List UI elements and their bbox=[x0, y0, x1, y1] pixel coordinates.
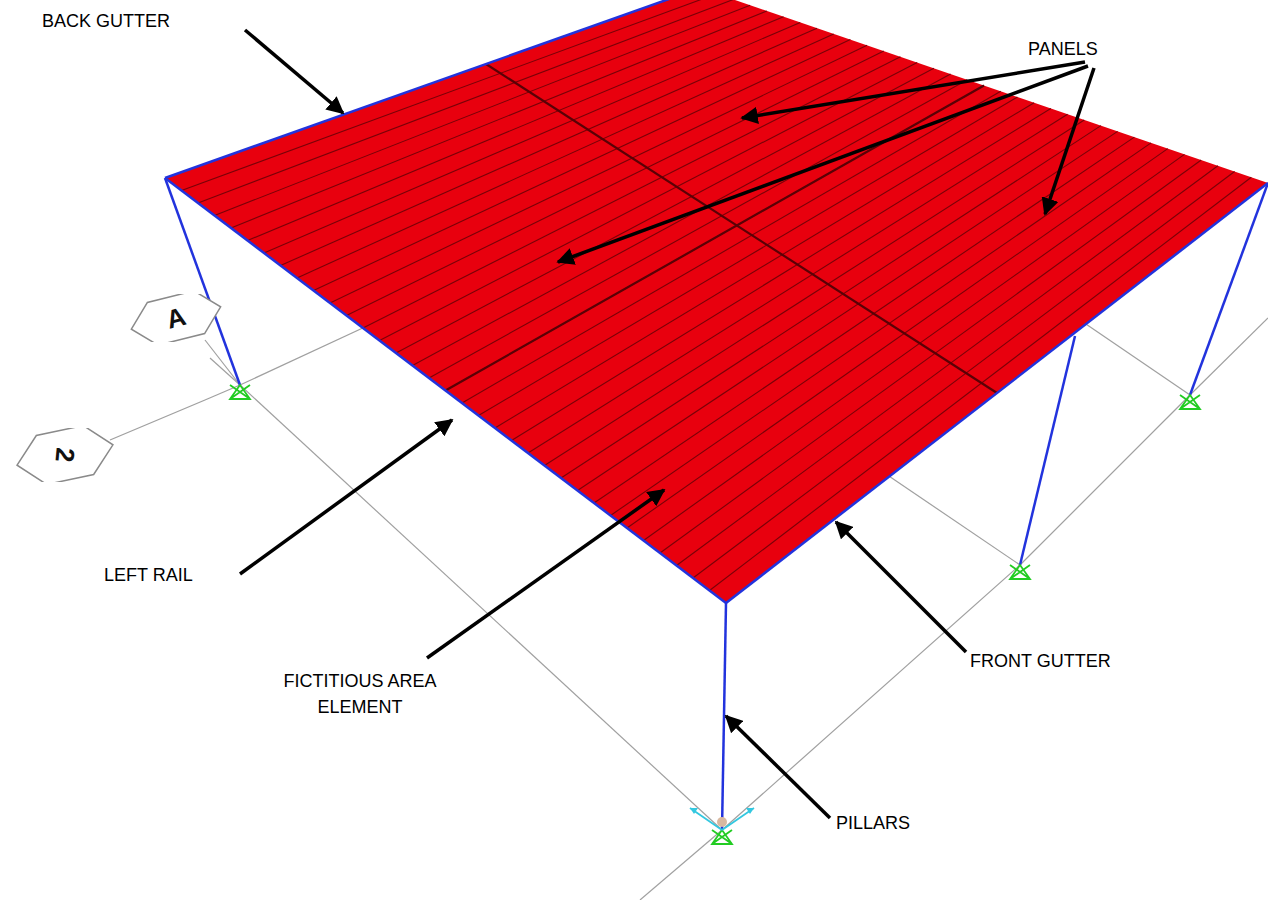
part-label: FRONT GUTTER bbox=[970, 648, 1111, 674]
grid-line bbox=[110, 400, 205, 440]
panel-joint bbox=[578, 131, 1118, 490]
panel-joint bbox=[347, 51, 884, 315]
part-label: BACK GUTTER bbox=[42, 8, 170, 34]
panel-dividers bbox=[446, 64, 998, 393]
panel-joint bbox=[264, 22, 800, 253]
panel-joint bbox=[396, 68, 934, 353]
panel-joint bbox=[462, 91, 1001, 403]
leader-arrow bbox=[726, 716, 830, 818]
leader-arrow bbox=[558, 66, 1088, 262]
panel-joint bbox=[231, 11, 767, 228]
panel-joint bbox=[446, 86, 985, 391]
support-symbol bbox=[1010, 565, 1030, 579]
panel-joint bbox=[281, 28, 817, 265]
panel-joint bbox=[677, 166, 1218, 566]
panel-joint bbox=[297, 34, 834, 278]
leader-arrow bbox=[1045, 68, 1094, 214]
grid-line bbox=[1080, 320, 1190, 395]
panel-joint bbox=[215, 5, 751, 215]
roof-edge bbox=[726, 183, 1268, 603]
leader-arrow bbox=[742, 62, 1085, 118]
part-label: LEFT RAIL bbox=[104, 562, 193, 588]
grid-line bbox=[205, 340, 240, 385]
roof-edge bbox=[165, 0, 700, 178]
support-symbol bbox=[712, 830, 732, 844]
leader-arrow bbox=[836, 522, 966, 652]
grid-label: 2 bbox=[34, 402, 97, 508]
grid-bubble: 2 bbox=[14, 428, 116, 482]
panel-joint bbox=[479, 97, 1018, 416]
grid-line bbox=[1020, 395, 1190, 565]
panel-divider bbox=[486, 64, 997, 393]
grid-bubble: A bbox=[128, 294, 224, 342]
panel-stripes bbox=[182, 0, 1252, 591]
pillar bbox=[722, 603, 726, 830]
part-label: FICTITIOUS AREA ELEMENT bbox=[258, 668, 462, 720]
grid-line bbox=[240, 320, 380, 385]
leader-arrow bbox=[245, 30, 343, 113]
panel-joint bbox=[660, 160, 1201, 553]
panel-joint bbox=[644, 154, 1185, 540]
axis-icon bbox=[690, 808, 754, 830]
panel-joint bbox=[561, 126, 1101, 478]
grid-line bbox=[640, 830, 722, 900]
roof-edges bbox=[165, 0, 1268, 603]
grid-line bbox=[1190, 318, 1268, 395]
grid-line bbox=[880, 470, 1020, 565]
panel-joint bbox=[693, 172, 1235, 578]
panel-joint bbox=[363, 57, 900, 328]
leader-arrows bbox=[240, 30, 1094, 818]
roof-area bbox=[165, 0, 1268, 603]
panel-joint bbox=[495, 103, 1034, 428]
support-symbol bbox=[1180, 395, 1200, 409]
leader-arrow bbox=[240, 420, 452, 574]
leader-arrow bbox=[427, 490, 664, 658]
support-symbol bbox=[230, 385, 250, 399]
panel-joint bbox=[710, 177, 1252, 590]
part-label: PANELS bbox=[1028, 36, 1098, 62]
supports bbox=[230, 385, 1200, 844]
grid-line bbox=[722, 565, 1020, 830]
panel-joint bbox=[429, 80, 967, 378]
panel-joint bbox=[512, 108, 1051, 440]
grid-label: A bbox=[123, 282, 228, 353]
roof-edge bbox=[165, 178, 726, 603]
panel-joint bbox=[545, 120, 1085, 466]
part-label: PILLARS bbox=[836, 810, 910, 836]
panel-divider bbox=[446, 86, 985, 391]
